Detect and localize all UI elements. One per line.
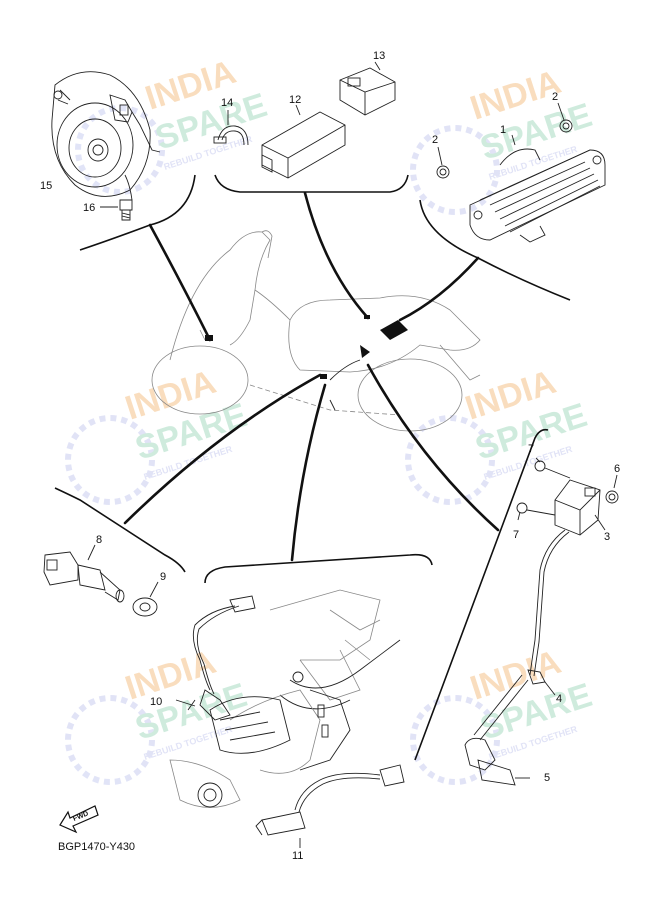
part-2-bolt-left	[436, 146, 450, 179]
callout-labels: 1 2 2 3 4 5 6 7 7 8 9 10 11 12 13 14 15 …	[40, 50, 620, 862]
callout-2a: 2	[432, 134, 438, 146]
watermark-top-right: INDIA SPARE REBUILD TOGETHER	[410, 63, 596, 215]
callout-3: 3	[604, 531, 610, 543]
part-5-plug-cap	[464, 674, 530, 786]
ecu-mark	[380, 320, 408, 340]
callout-2b: 2	[552, 91, 558, 103]
watermark-bottom-right: INDIA SPARE REBUILD TOGETHER	[410, 643, 596, 785]
callout-12: 12	[289, 94, 301, 106]
watermark-mid-left: INDIA SPARE REBUILD TOGETHER	[65, 363, 251, 505]
part-11-o2-sensor	[255, 764, 405, 848]
leader-lines	[123, 191, 500, 562]
callout-8: 8	[96, 534, 102, 546]
part-12-relay	[261, 104, 346, 179]
part-8-switch	[43, 544, 125, 603]
part-13-coupler	[339, 61, 396, 116]
callout-16: 16	[83, 202, 95, 214]
callout-15: 15	[40, 180, 52, 192]
part-3-ignition-coil	[529, 479, 606, 677]
part-16-bolt	[100, 199, 133, 221]
part-9-washer	[132, 581, 159, 617]
exhaust-frame	[169, 589, 401, 808]
part-6-nut	[605, 474, 619, 504]
callout-14: 14	[221, 97, 233, 109]
callout-4: 4	[556, 693, 562, 705]
watermark-bottom-left: INDIA SPARE REBUILD TOGETHER	[65, 643, 251, 785]
callout-9: 9	[160, 571, 166, 583]
callout-6: 6	[614, 463, 620, 475]
part-7-bolt-lower	[516, 502, 556, 521]
motorcycle-outline	[151, 230, 481, 432]
part-10-o2-sensor	[175, 595, 256, 721]
part-1-rectifier	[469, 134, 606, 243]
diagram-code: BGP1470-Y430	[58, 841, 135, 853]
part-7-bolt-upper	[534, 457, 571, 479]
callout-13: 13	[373, 50, 385, 62]
callout-7a: 7	[528, 443, 534, 455]
callout-10: 10	[150, 696, 162, 708]
watermark-mid-right: INDIA SPARE REBUILD TOGETHER	[405, 363, 591, 505]
part-15-alternator	[51, 71, 161, 201]
part-4-clamp	[527, 669, 556, 696]
callout-11: 11	[292, 850, 303, 862]
part-2-bolt-right	[557, 102, 573, 133]
callout-7b: 7	[513, 529, 519, 541]
callout-1: 1	[500, 124, 506, 136]
part-14-band	[213, 110, 249, 146]
fwd-arrow-icon: FWD	[59, 805, 99, 834]
callout-5: 5	[544, 772, 550, 784]
zone-brackets	[54, 174, 571, 761]
